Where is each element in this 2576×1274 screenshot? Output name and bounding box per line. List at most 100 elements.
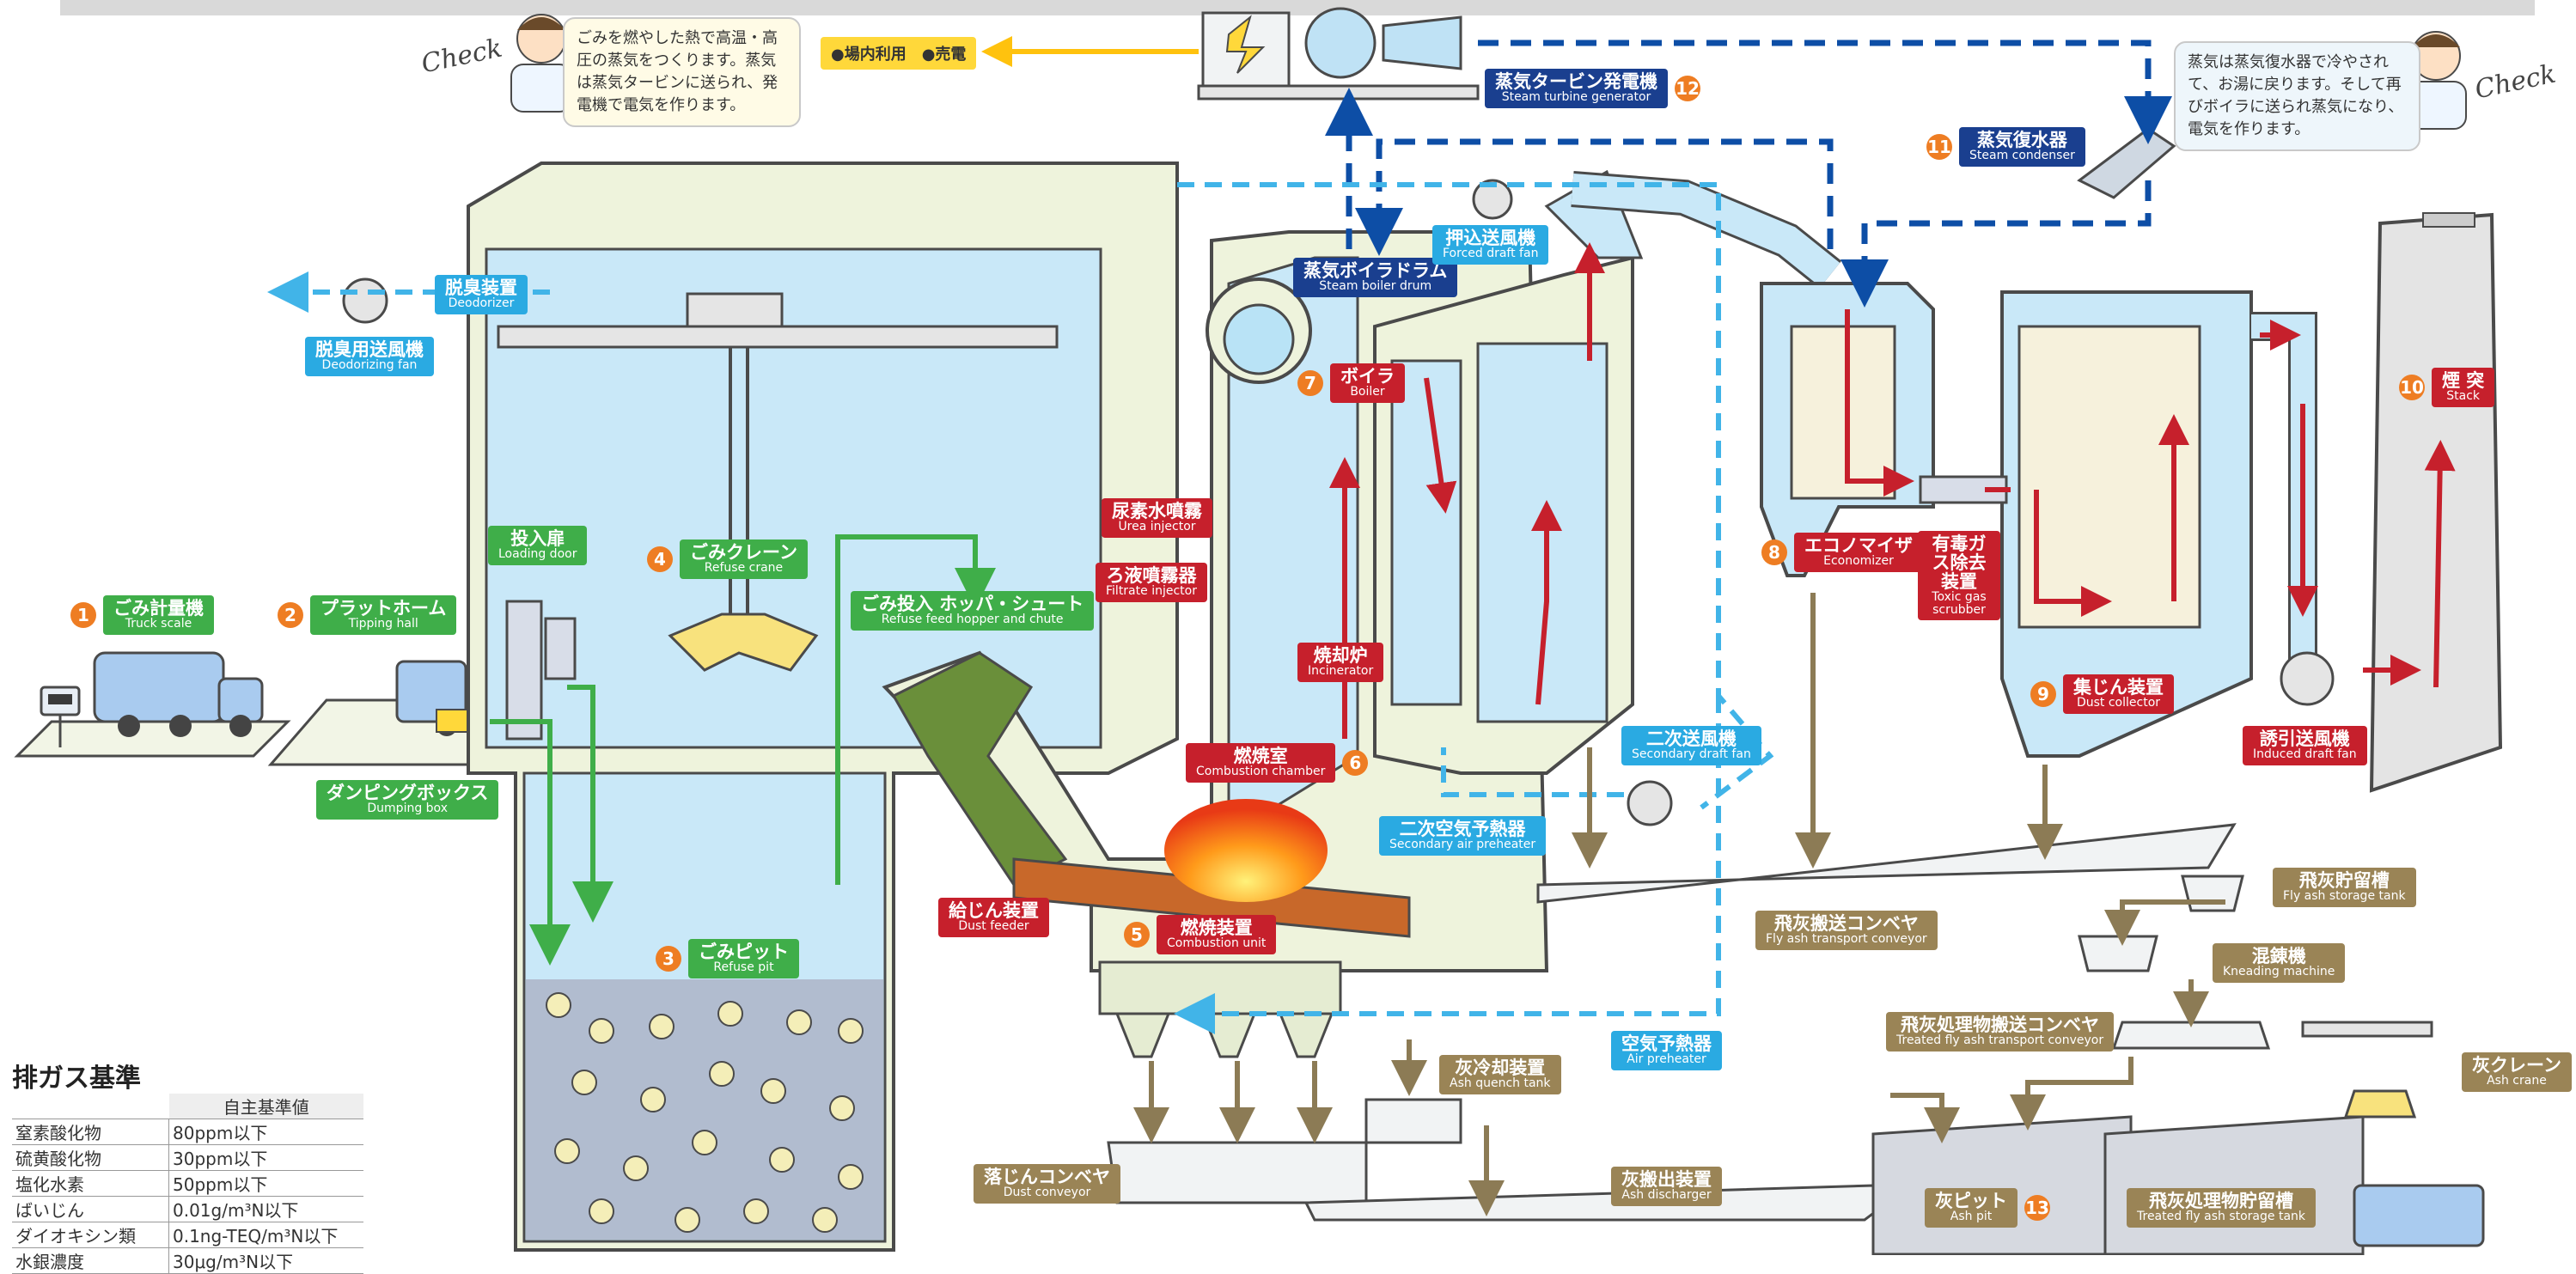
- fire-icon: [1164, 799, 1328, 902]
- table-cell-value: 0.1ng-TEQ/m³N以下: [168, 1222, 363, 1248]
- label-en: Induced draft fan: [2253, 747, 2357, 762]
- table-cell-value: 50ppm以下: [168, 1170, 363, 1197]
- label-number: 4: [647, 546, 673, 572]
- label-en: Filtrate injector: [1106, 584, 1197, 599]
- check-left-bubble: ごみを燃やした熱で高温・高圧の蒸気をつくります。蒸気は蒸気タービンに送られ、発電…: [563, 17, 801, 128]
- label-en: Truck scale: [125, 617, 192, 631]
- label-en: Steam boiler drum: [1319, 279, 1432, 294]
- table-cell-value: 80ppm以下: [168, 1119, 363, 1145]
- truck-scale-icon: [40, 651, 264, 747]
- label-jp: 煙 突: [2442, 370, 2485, 391]
- label-en: Ash discharger: [1621, 1188, 1712, 1203]
- electricity-use-label: ●場内利用 ●売電: [821, 37, 977, 70]
- label-jp: 飛灰搬送コンベヤ: [1773, 913, 1919, 934]
- tipping-truck-icon: [395, 660, 468, 736]
- label-en: Secondary draft fan: [1632, 747, 1751, 762]
- label-jp: 灰クレーン: [2472, 1055, 2561, 1076]
- label-jp: 誘引送風機: [2259, 728, 2350, 749]
- emission-table-title: 排ガス基準: [12, 1064, 141, 1094]
- label-jp: 焼却炉: [1313, 645, 1368, 666]
- label-jp: ごみクレーン: [690, 542, 797, 563]
- engineer-character-icon-right: [2405, 31, 2467, 130]
- label-en: Refuse crane: [704, 561, 784, 576]
- label-en: Combustion unit: [1167, 936, 1267, 951]
- label-jp: 飛灰処理物貯留槽: [2149, 1191, 2293, 1211]
- table-cell-item: 塩化水素: [12, 1170, 169, 1197]
- fan-icon: [342, 179, 2335, 826]
- label-jp: 投入扉: [510, 528, 565, 549]
- table-cell-value: 30ppm以下: [168, 1144, 363, 1171]
- label-number: 13: [2024, 1194, 2050, 1221]
- label-jp: 落じんコンベヤ: [984, 1167, 1110, 1187]
- label-en: Kneading machine: [2223, 965, 2335, 979]
- label-en: Ash quench tank: [1450, 1076, 1551, 1091]
- check-right-label: Check: [2472, 58, 2559, 106]
- label-jp: 燃焼室: [1233, 746, 1288, 766]
- table-header-blank: [12, 1094, 169, 1119]
- steam-boiler-drum-icon: [1206, 277, 1312, 384]
- label-en: Dust conveyor: [1003, 1186, 1091, 1200]
- label-en: Ash crane: [2487, 1074, 2547, 1088]
- label-jp: 蒸気復水器: [1976, 130, 2067, 150]
- label-jp: ごみ投入 ホッパ・シュート: [861, 594, 1084, 614]
- loading-door: [505, 600, 577, 741]
- label-jp: 有毒ガス除去装置: [1932, 533, 1987, 593]
- turbine-icon: [1304, 7, 1377, 79]
- label-jp: 脱臭装置: [445, 277, 517, 298]
- label-jp: 給じん装置: [949, 900, 1039, 921]
- top-shadow: [60, 0, 2535, 15]
- label-jp: 飛灰貯留槽: [2298, 870, 2390, 891]
- label-en: Secondary air preheater: [1389, 838, 1536, 852]
- label-en: Boiler: [1350, 385, 1385, 399]
- label-jp: ごみ計量機: [113, 598, 204, 619]
- label-jp: ごみピット: [699, 942, 789, 962]
- label-jp: 押込送風機: [1445, 228, 1536, 248]
- label-jp: 灰搬出装置: [1621, 1169, 1712, 1190]
- label-jp: 灰ピット: [1935, 1191, 2007, 1211]
- label-en: Ash pit: [1950, 1210, 1993, 1224]
- label-en: Treated fly ash storage tank: [2137, 1210, 2306, 1224]
- label-jp: 集じん装置: [2073, 677, 2164, 698]
- refuse-flow: [490, 534, 996, 966]
- label-number: 6: [1342, 749, 1369, 776]
- label-en: Combustion chamber: [1196, 765, 1326, 779]
- label-en: Stack: [2446, 389, 2481, 404]
- label-jp: 空気予熱器: [1621, 1033, 1712, 1054]
- table-cell-item: 水銀濃度: [12, 1247, 169, 1274]
- label-jp: 灰冷却装置: [1455, 1058, 1546, 1078]
- label-jp: 燃焼装置: [1180, 917, 1253, 938]
- label-jp: 蒸気ボイラドラム: [1303, 260, 1448, 281]
- label-jp: ダンピングボックス: [327, 783, 489, 803]
- label-en: Fly ash storage tank: [2283, 889, 2406, 904]
- garbage-bags: [546, 992, 864, 1233]
- check-right-bubble: 蒸気は蒸気復水器で冷やされて、お湯に戻ります。そして再びボイラに送られ蒸気になり…: [2174, 41, 2420, 152]
- condenser-icon: [2077, 127, 2176, 199]
- label-en: Dumping box: [367, 802, 448, 816]
- label-en: Loading door: [498, 547, 577, 562]
- check-left-label: Check: [418, 33, 505, 80]
